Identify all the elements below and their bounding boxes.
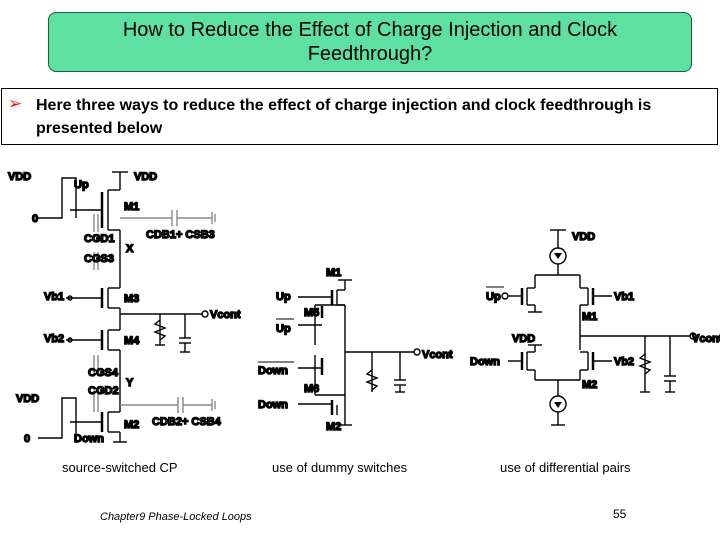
c1-m1-label: M1 <box>124 201 139 213</box>
c1-cdb2-csb4-label: CDB2+ CSB4 <box>152 416 222 428</box>
c1-cgs3-label: CGS3 <box>84 253 114 265</box>
slide-title: How to Reduce the Effect of Charge Injec… <box>122 19 618 65</box>
c1-down-label: Down <box>74 433 104 445</box>
c2-m1-label: M1 <box>326 267 341 279</box>
caption-source-switched: source-switched CP <box>62 460 178 475</box>
transistor-m1 <box>70 189 120 231</box>
c3-down-label: Down <box>470 356 500 368</box>
c1-vb2-label: Vb2 <box>44 333 64 345</box>
c1-zero-bottom-label: 0 <box>24 433 30 445</box>
c1-vcont-label: Vcont <box>210 309 241 321</box>
c1-up-label: Up <box>74 179 89 191</box>
c2-m6-label: M6 <box>304 383 319 395</box>
c3-m1-label: M1 <box>582 311 597 323</box>
transistor-m4 <box>66 320 121 351</box>
c1-vb1-label: Vb1 <box>44 291 64 303</box>
c3-vb1-label: Vb1 <box>614 291 634 303</box>
c1-vdd-bottom-label: VDD <box>16 393 39 405</box>
c1-m3-label: M3 <box>124 293 139 305</box>
circuit-dummy-switches <box>298 279 421 426</box>
c3-vcont-label: Vcont <box>692 333 720 345</box>
c1-vdd-label: VDD <box>8 171 31 183</box>
c1-y-node-label: Y <box>126 377 134 389</box>
c1-zero-top-label: 0 <box>32 213 38 225</box>
bullet-box: ➢ Here three ways to reduce the effect o… <box>1 88 718 145</box>
c1-cgd1-label: CGD1 <box>84 233 115 245</box>
caption-dummy-switches: use of dummy switches <box>272 460 408 475</box>
up-pulse <box>38 177 77 219</box>
c2-vcont-label: Vcont <box>422 349 453 361</box>
c3-vb2-label: Vb2 <box>614 356 634 368</box>
c1-cgd2-label: CGD2 <box>88 385 119 397</box>
caption-differential-pairs: use of differential pairs <box>500 460 631 475</box>
c1-cdb1-csb3-label: CDB1+ CSB3 <box>146 229 215 241</box>
transistor-m3 <box>66 287 120 309</box>
c2-m2-label: M2 <box>326 421 341 433</box>
c2-up-bar-label: Up <box>276 323 291 335</box>
title-box: How to Reduce the Effect of Charge Injec… <box>48 12 692 72</box>
c3-vdd-mid-label: VDD <box>512 333 535 345</box>
c1-m4-label: M4 <box>124 335 140 347</box>
circuit-differential-pairs <box>501 229 697 426</box>
c1-cgs4-label: CGS4 <box>88 367 119 379</box>
footer-chapter: Chapter9 Phase-Locked Loops <box>100 511 252 523</box>
c2-down-bar-label: Down <box>258 365 288 377</box>
c1-vdd-right-label: VDD <box>134 171 157 183</box>
page-number: 55 <box>613 507 627 521</box>
arrow-bullet-icon: ➢ <box>8 94 23 114</box>
c2-up-label: Up <box>276 291 291 303</box>
c3-up-bar-label: Up <box>486 291 501 303</box>
c1-m2-label: M2 <box>124 419 139 431</box>
circuit-source-switched <box>38 171 216 443</box>
down-pulse <box>38 397 77 439</box>
bullet-text: Here three ways to reduce the effect of … <box>36 97 652 137</box>
c3-m2-label: M2 <box>582 379 597 391</box>
c2-down-label: Down <box>258 399 288 411</box>
transistor-m2 <box>70 411 120 433</box>
c2-m5-label: M5 <box>304 307 319 319</box>
c1-x-node-label: X <box>126 243 134 255</box>
c3-vdd-top-label: VDD <box>572 231 595 243</box>
